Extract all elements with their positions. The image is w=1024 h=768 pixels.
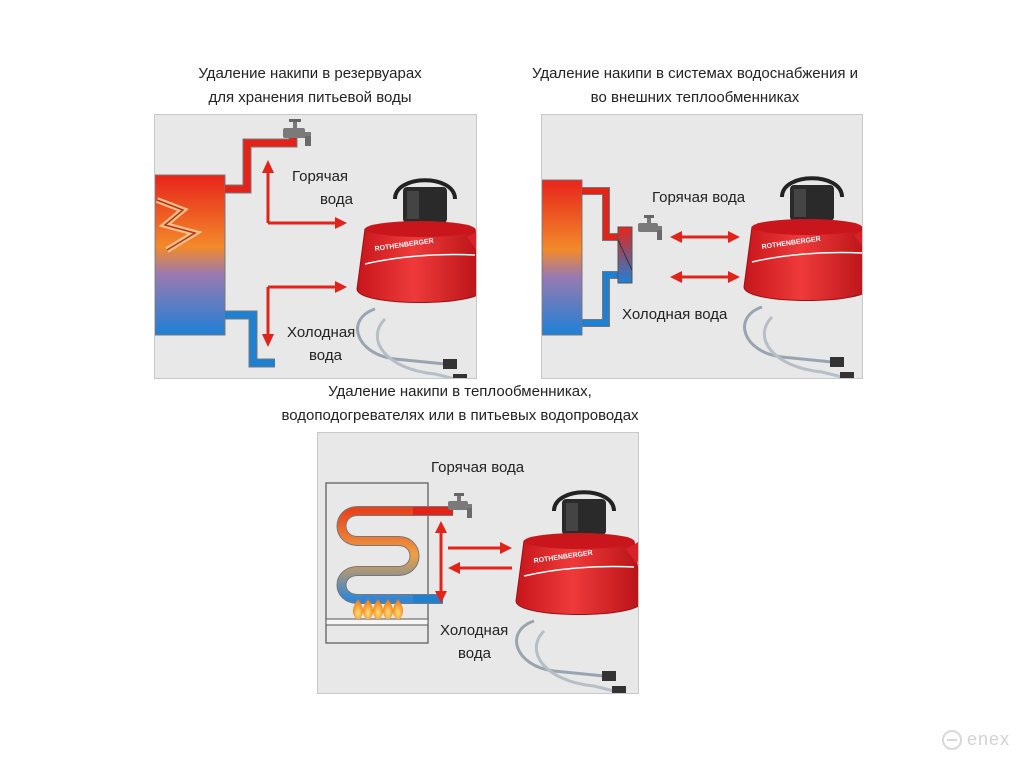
- hot-water-pipe: [582, 188, 618, 240]
- hot-water-pipe: [225, 135, 297, 193]
- descaling-pump-icon: ROTHENBERGER: [515, 490, 638, 693]
- diagram-3-panel: ROTHENBERGER Горячая вода Холодная вода: [317, 432, 639, 694]
- label-line: Холодная: [440, 622, 509, 639]
- caption-line: Удаление накипи в теплообменниках,: [328, 383, 592, 400]
- label-line: вода: [309, 347, 342, 364]
- label-line: Холодная вода: [622, 306, 728, 323]
- caption-line: Удаление накипи в системах водоснабжения…: [531, 65, 858, 82]
- watermark: enex: [941, 728, 1010, 750]
- label-line: Холодная: [287, 324, 356, 341]
- watermark-logo-icon: [941, 730, 962, 750]
- caption-line: во внешних теплообменниках: [590, 89, 800, 106]
- hot-flow-arrows: [262, 160, 347, 229]
- cold-water-pipe: [582, 271, 618, 327]
- cold-water-label: Холодная вода: [622, 303, 727, 326]
- cold-water-label: Холодная вода: [440, 619, 508, 665]
- cold-water-label: Холодная вода: [287, 321, 355, 367]
- storage-tank: [155, 174, 226, 336]
- hot-water-label: Горячая вода: [431, 456, 524, 479]
- diagram-2-caption: Удаление накипи в системах водоснабжения…: [510, 62, 880, 110]
- diagram-2-panel: ROTHENBERGER Горячая вода Холодная вода: [541, 114, 863, 379]
- hot-water-label: Горячая вода: [292, 165, 353, 211]
- diagram-1-caption: Удаление накипи в резервуарах для хранен…: [150, 62, 470, 110]
- water-heater-housing: [325, 482, 429, 644]
- label-line: Горячая: [292, 168, 349, 185]
- flow-arrows: [670, 231, 740, 283]
- caption-line: водоподогревателях или в питьевых водопр…: [281, 407, 639, 424]
- label-line: Горячая вода: [652, 189, 746, 206]
- water-tap-icon: [283, 119, 311, 146]
- watermark-text: enex: [966, 728, 1010, 749]
- diagram-3-caption: Удаление накипи в теплообменниках, водоп…: [255, 380, 665, 428]
- hot-water-label: Горячая вода: [652, 186, 745, 209]
- descaling-pump-icon: ROTHENBERGER: [743, 176, 862, 378]
- tank-heating-coil: [156, 199, 197, 251]
- storage-tank: [542, 179, 583, 336]
- flow-arrows: [435, 521, 512, 603]
- label-line: вода: [320, 191, 353, 208]
- heat-exchanger-coil: [337, 507, 443, 603]
- label-line: вода: [458, 645, 491, 662]
- hot-water-pipe: [582, 187, 618, 241]
- gas-flame-icon: [352, 599, 404, 619]
- water-tap-icon: [638, 215, 662, 240]
- cold-water-pipe: [225, 311, 275, 367]
- cold-flow-arrows: [262, 281, 347, 347]
- burner-plate: [325, 618, 429, 626]
- cold-water-pipe: [582, 272, 618, 326]
- descaling-pump-icon: ROTHENBERGER: [356, 178, 476, 378]
- caption-line: Удаление накипи в резервуарах: [198, 65, 422, 82]
- water-tap-icon: [448, 493, 472, 518]
- label-line: Горячая вода: [431, 459, 525, 476]
- caption-line: для хранения питьевой воды: [208, 89, 412, 106]
- diagram-1-panel: ROTHENBERGER Горячая вода Холодная вода: [154, 114, 477, 379]
